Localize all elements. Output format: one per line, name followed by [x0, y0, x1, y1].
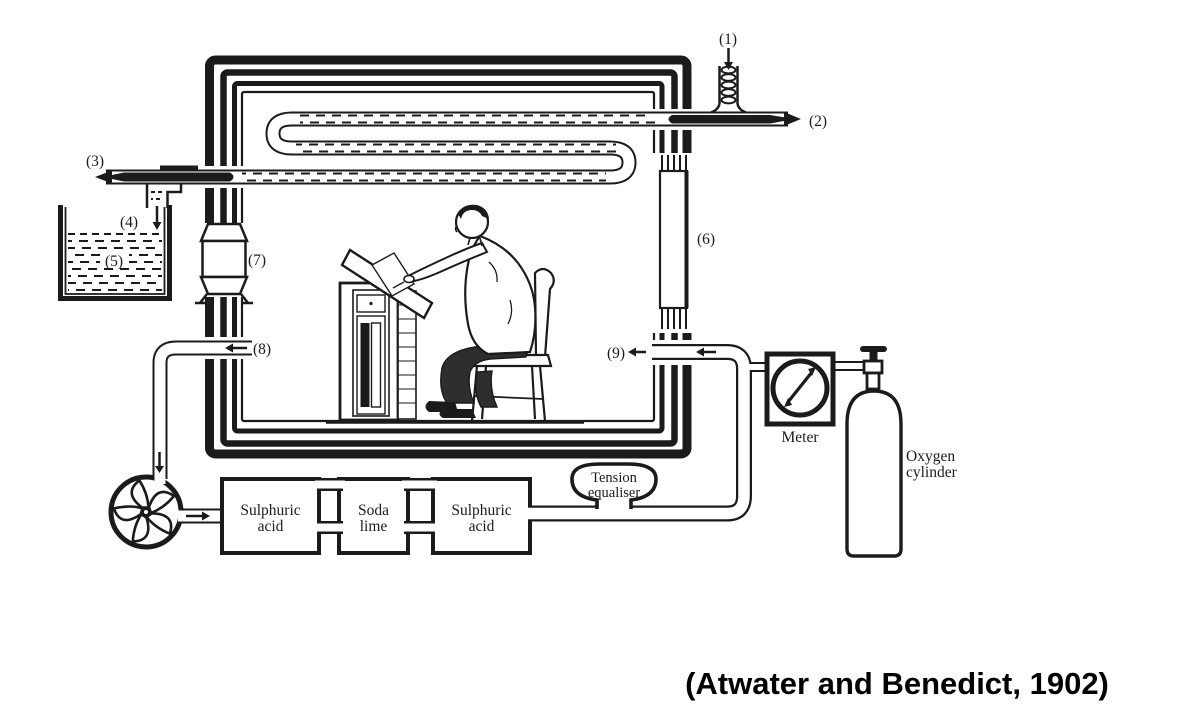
callout-4: (4) [120, 214, 138, 231]
tension-equaliser-label-line1: Tension [591, 470, 637, 486]
callout-labels: (1) (2) (3) (4) (5) (6) (7) (8) (9) [86, 31, 827, 362]
flow-arrow-left-9-outer [696, 347, 716, 357]
cylinder-valve-handle [860, 346, 887, 352]
flow-arrow-left-8 [225, 343, 247, 353]
vessel-connectors [315, 478, 437, 534]
air-return-pipe-9 [526, 344, 868, 522]
callout-3: (3) [86, 153, 104, 170]
trousers [440, 344, 529, 404]
flow-arrow-down-inlet [724, 48, 733, 70]
seated-man [392, 204, 537, 418]
jacket [464, 234, 537, 356]
pipe-collar [160, 165, 198, 172]
absorber-train [220, 477, 532, 555]
sulphuric-acid-1-label-line1: Sulphuric [240, 502, 300, 519]
callout-7: (7) [248, 252, 266, 269]
water-inlet-funnel [710, 48, 747, 114]
tension-equaliser-vessel [570, 462, 658, 509]
cylinder-body [845, 389, 903, 558]
collecting-water-tank [58, 205, 172, 301]
pen [392, 281, 405, 289]
soda-lime-label-line2: lime [360, 518, 388, 535]
fan-icon [112, 478, 176, 543]
flow-arrow-down-fan [155, 452, 164, 473]
callout-8: (8) [253, 341, 271, 358]
callout-9: (9) [607, 345, 625, 362]
thermometer-2-bulb [668, 115, 795, 124]
oxygen-cylinder-label-line2: cylinder [906, 464, 958, 481]
water-outlet-drain [145, 184, 183, 230]
soda-lime-vessel [337, 477, 410, 555]
paper-sheet [371, 252, 415, 297]
desk-cabinet [338, 281, 417, 422]
callout-2: (2) [809, 113, 827, 130]
chamber-window-6 [658, 155, 689, 329]
citation-text: (Atwater and Benedict, 1902) [685, 666, 1109, 701]
sulphuric-acid-2-label-line2: acid [469, 518, 495, 535]
callout-5: (5) [105, 253, 123, 270]
soda-lime-label-line1: Soda [358, 502, 389, 519]
cylinder-valve-body [862, 359, 884, 375]
flow-arrow-down-drain [152, 206, 162, 230]
oxygen-cylinder-label-line1: Oxygen [906, 448, 955, 465]
sulphuric-acid-2-label-line1: Sulphuric [451, 502, 511, 519]
callout-6: (6) [697, 231, 715, 248]
hair [458, 204, 489, 219]
flow-arrow-left-9-inner [628, 347, 646, 357]
sulphuric-acid-1-label-line2: acid [258, 518, 284, 535]
flow-arrow-right-fan [186, 511, 210, 521]
oxygen-cylinder [845, 346, 903, 558]
meter-label: Meter [781, 429, 819, 446]
component-labels: Sulphuric acid Soda lime Sulphuric acid … [240, 429, 957, 535]
sulphuric-acid-vessel-2 [431, 477, 532, 555]
meter-needle-icon [784, 367, 816, 407]
callout-1: (1) [719, 31, 737, 48]
seated-subject-illustration [326, 204, 584, 424]
sulphuric-acid-vessel-1 [220, 477, 321, 555]
water-heat-exchanger-coil [95, 111, 801, 185]
wall-port-7 [195, 222, 253, 305]
oxygen-meter [764, 351, 836, 427]
thermometer-3-bulb [102, 172, 234, 182]
air-outlet-pipe-8 [108, 340, 256, 550]
tension-equaliser-label-line2: equaliser [588, 485, 641, 501]
